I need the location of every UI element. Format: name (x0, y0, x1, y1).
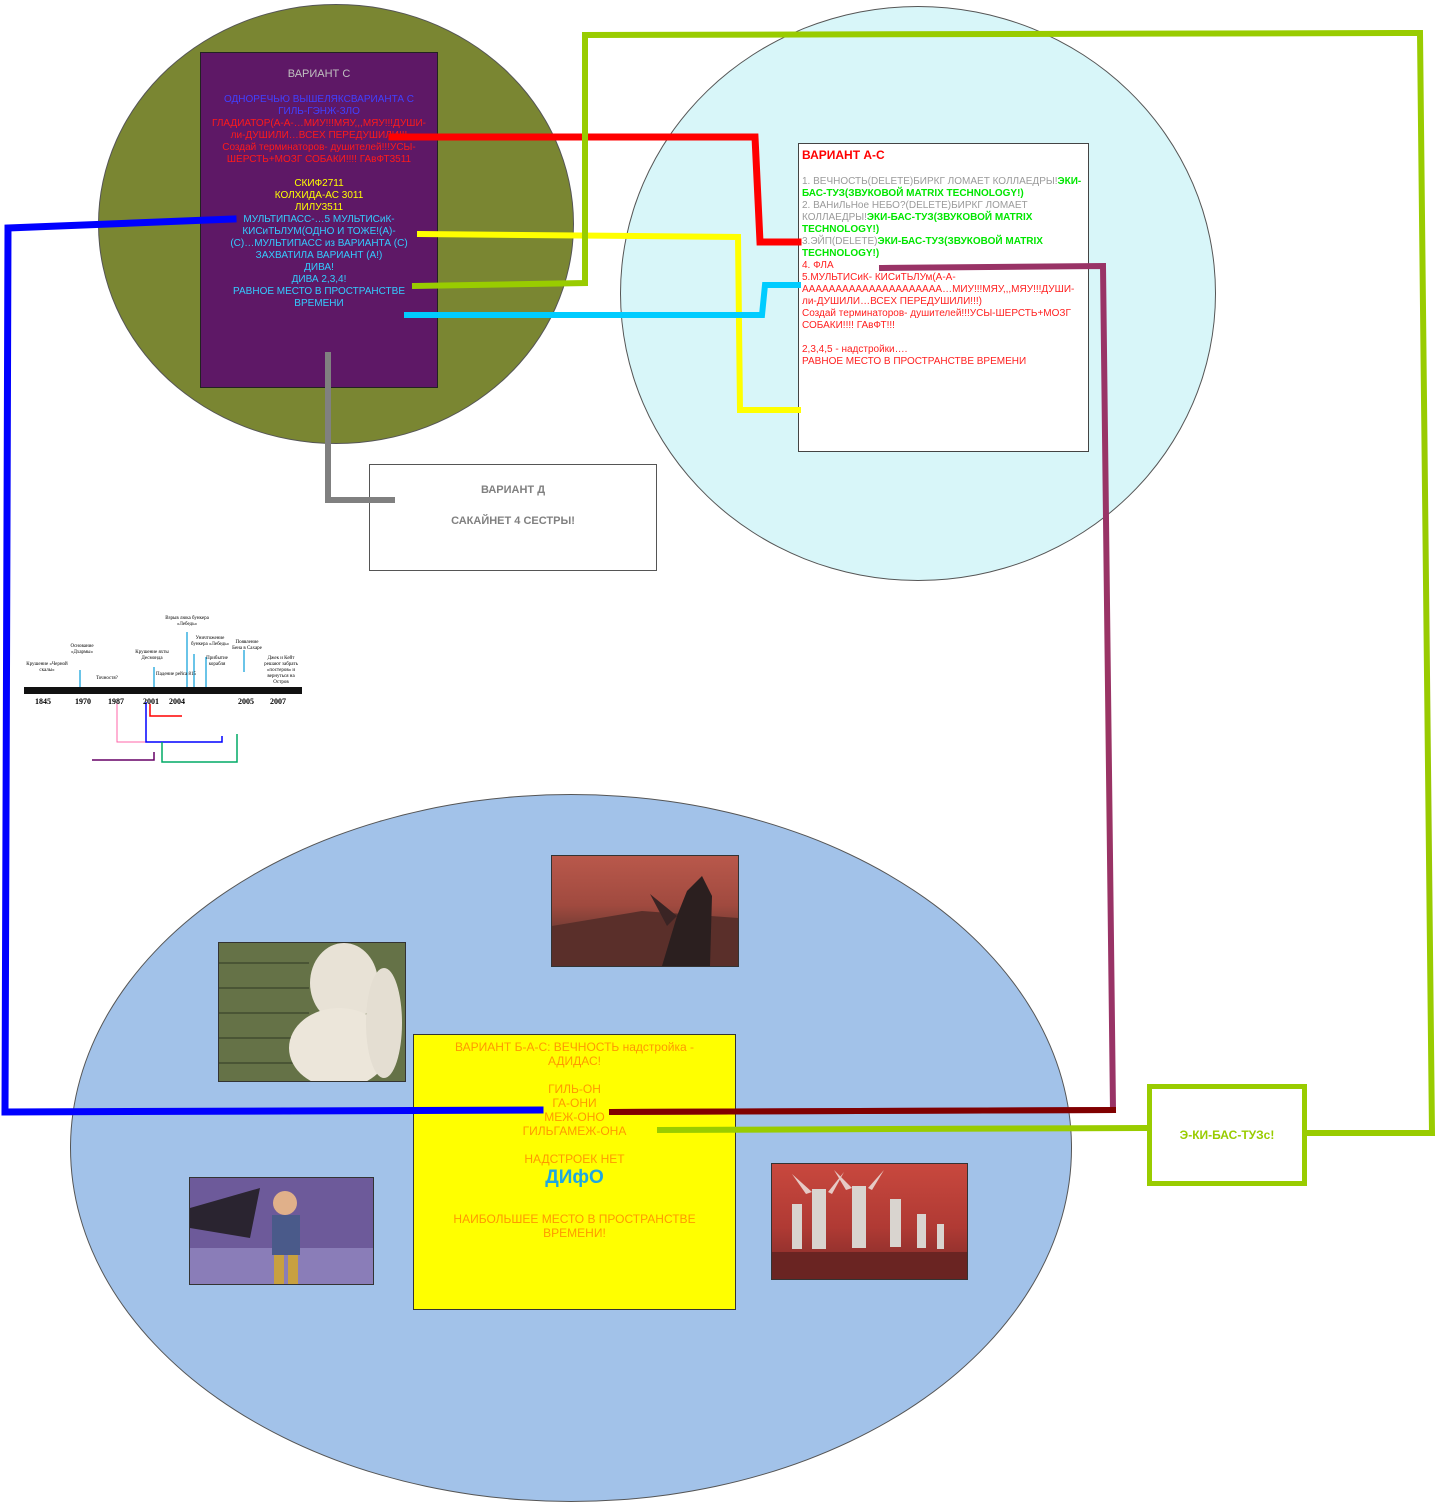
variant-d-box: ВАРИАНТ Д САКАЙНЕТ 4 СЕСТРЫ! (369, 464, 657, 571)
timeline-caption-2: Основание «Дхармы» (70, 644, 94, 655)
timeline-year-2001: 2001 (143, 697, 159, 706)
cliff-angel-image (551, 855, 739, 967)
variant-c-blue-line-1: ОДНОРЕЧЬЮ ВЫШЕЛЯКСВАРИАНТА С (223, 93, 415, 105)
timeline-year-2004: 2004 (169, 697, 185, 706)
white-figure-drawing (219, 943, 405, 1081)
timeline-year-1970: 1970 (75, 697, 91, 706)
variant-c-red-line-1: ГЛАДИАТОР(А-А-…МИУ!!!МЯУ,,,МЯУ!!!ДУШИ- (212, 117, 426, 129)
angels-desert-image (771, 1163, 968, 1280)
wire-lime-top (411, 29, 1436, 1136)
variant-ac-item2-text: 2. ВАНиЛьНое НЕБО?(DELETE)БИРКГ ЛОМАЕТ К… (802, 200, 1028, 223)
variant-bac-footer-2: ВРЕМЕНИ! (543, 1226, 606, 1240)
ekibastuz-box: Э-КИ-БАС-ТУЗс! (1147, 1084, 1307, 1186)
timeline-drawing (24, 632, 302, 763)
variant-ac-item1-green: ЭКИ-БАС-ТУЗ(ЗВУКОВОЙ MATRIX TECHNOLOGY!) (802, 176, 1082, 199)
timeline-year-2005: 2005 (238, 697, 254, 706)
variant-c-red-line-3: Создай терминаторов- душителей!!!УСЫ- (222, 141, 416, 153)
timeline-caption-1: Крушение «Черной скалы» (26, 662, 68, 673)
timeline-caption-4: Крушение яхты Десмонда (135, 650, 169, 661)
variant-bac-difo: ДИфО (545, 1167, 604, 1188)
variant-c-cyan-line-5: ДИВА! (304, 261, 334, 273)
wire-red (388, 133, 802, 246)
variant-c-cyan-line-4: ЗАХВАТИЛА ВАРИАНТ (А!) (255, 249, 383, 261)
timeline-caption-5: Падение рейса 815 (155, 672, 197, 677)
wire-yellow (416, 230, 801, 413)
angels-desert-drawing (772, 1170, 967, 1279)
ekibastuz-label: Э-КИ-БАС-ТУЗс! (1179, 1128, 1275, 1142)
timeline-caption-3: Точностя? (96, 676, 118, 681)
variant-c-title: ВАРИАНТ С (287, 68, 351, 80)
cliff-angel-drawing (552, 876, 738, 966)
variant-c-yellow-line-2: КОЛХИДА-АС 3011 (274, 189, 364, 201)
white-figure-image (218, 942, 406, 1082)
variant-bac-name-4: ГИЛЬГАМЕЖ-ОНА (522, 1124, 627, 1138)
wire-lime-bottom (656, 1124, 1151, 1134)
variant-ac-item5: 5.МУЛЬТИСиК- КИСиТЬЛУм(А-А-ААААААААААААА… (802, 272, 1075, 307)
timeline-caption-6: Взрыв люка бункера «Лебедь» (165, 616, 209, 627)
variant-ac-box: ВАРИАНТ А-С 1. ВЕЧНОСТЬ(DELETE)БИРКГ ЛОМ… (798, 143, 1089, 452)
variant-bac-line2: АДИДАС! (547, 1054, 602, 1068)
variant-ac-note: 2,3,4,5 - надстройки…. (802, 344, 908, 355)
variant-c-cyan-line-3: (С)…МУЛЬТИПАСС из ВАРИАНТА (С) (230, 237, 408, 249)
wire-cyan (404, 282, 801, 318)
variant-ac-footer: РАВНОЕ МЕСТО В ПРОСТРАНСТВЕ ВРЕМЕНИ (802, 356, 1027, 367)
timeline-caption-7: Уничтожение бункера «Лебедь» (190, 636, 230, 647)
variant-bac-name-2: ГА-ОНИ (552, 1096, 597, 1110)
wire-gray (325, 352, 395, 503)
timeline: 1845 1970 1987 2001 2004 2005 2007 Круше… (22, 612, 302, 772)
variant-c-yellow-line-3: ЛИЛУ3511 (294, 201, 344, 213)
timeline-year-2007: 2007 (270, 697, 286, 706)
variant-c-red-line-4: ШЕРСТЬ+МОЗГ СОБАКИ!!!! ГАвФТ3511 (226, 153, 412, 165)
variant-bac-box: ВАРИАНТ Б-А-С: ВЕЧНОСТЬ надстройка - АДИ… (413, 1034, 736, 1310)
variant-ac-item4: 4. ФЛА (802, 260, 834, 271)
variant-c-cyan-line-7: РАВНОЕ МЕСТО В ПРОСТРАНСТВЕ (233, 285, 405, 297)
variant-c-cyan-line-6: ДИВА 2,3,4! (291, 273, 347, 285)
variant-c-blue-line-2: ГИЛЬ-ГЭНЖ-ЗЛО (278, 105, 360, 117)
timeline-year-1987: 1987 (108, 697, 124, 706)
wire-darkred (608, 1106, 1117, 1116)
timeline-year-1845: 1845 (35, 697, 51, 706)
warrior-drawing (190, 1188, 373, 1284)
variant-bac-name-3: МЕЖ-ОНО (544, 1110, 605, 1124)
timeline-caption-9: Появление Бена в Сахаре (232, 640, 262, 651)
variant-c-box: ВАРИАНТ С ОДНОРЕЧЬЮ ВЫШЕЛЯКСВАРИАНТА С Г… (200, 52, 438, 388)
wire-blue (1, 215, 544, 1116)
variant-bac-footer-1: НАИБОЛЬШЕЕ МЕСТО В ПРОСТРАНСТВЕ (453, 1212, 696, 1226)
variant-c-yellow-line-1: СКИФ2711 (294, 177, 344, 189)
variant-d-title: ВАРИАНТ Д (480, 484, 546, 496)
variant-c-cyan-line-1: МУЛЬТИПАСС-…5 МУЛЬТИСиК- (243, 213, 395, 225)
variant-ac-item1-text: 1. ВЕЧНОСТЬ(DELETE)БИРКГ ЛОМАЕТ КОЛЛАЕДР… (802, 176, 1058, 187)
variant-ac-item2-green: ЭКИ-БАС-ТУЗ(ЗВУКОВОЙ MATRIX TECHNOLOGY!) (802, 212, 1033, 235)
variant-c-red-line-2: ли-ДУШИЛИ…ВСЕХ ПЕРЕДУШИЛИ!!! (230, 129, 408, 141)
variant-c-cyan-line-2: КИСиТЬЛУМ(ОДНО И ТОЖЕ!(А)- (242, 225, 396, 237)
warrior-image (189, 1177, 374, 1285)
variant-ac-item3-text: 3.ЭЙП(DELETE) (802, 236, 878, 247)
timeline-caption-10: Джек и Кейт решают забрать «постеров» и … (264, 656, 298, 685)
variant-bac-line1: ВАРИАНТ Б-А-С: ВЕЧНОСТЬ надстройка - (455, 1040, 694, 1054)
variant-bac-name-1: ГИЛЬ-ОН (548, 1082, 601, 1096)
variant-ac-item5b: Создай терминаторов- душителей!!!УСЫ-ШЕР… (802, 308, 1071, 331)
timeline-caption-8: Прибытие корабля (206, 656, 228, 667)
variant-ac-item3-green: ЭКИ-БАС-ТУЗ(ЗВУКОВОЙ MATRIX TECHNOLOGY!) (802, 236, 1043, 259)
variant-d-text: САКАЙНЕТ 4 СЕСТРЫ! (451, 515, 575, 527)
variant-ac-title: ВАРИАНТ А-С (802, 148, 885, 162)
variant-bac-no-superstructures: НАДСТРОЕК НЕТ (524, 1152, 625, 1166)
variant-c-cyan-line-8: ВРЕМЕНИ (294, 297, 344, 309)
wire-maroon (608, 262, 1117, 1116)
